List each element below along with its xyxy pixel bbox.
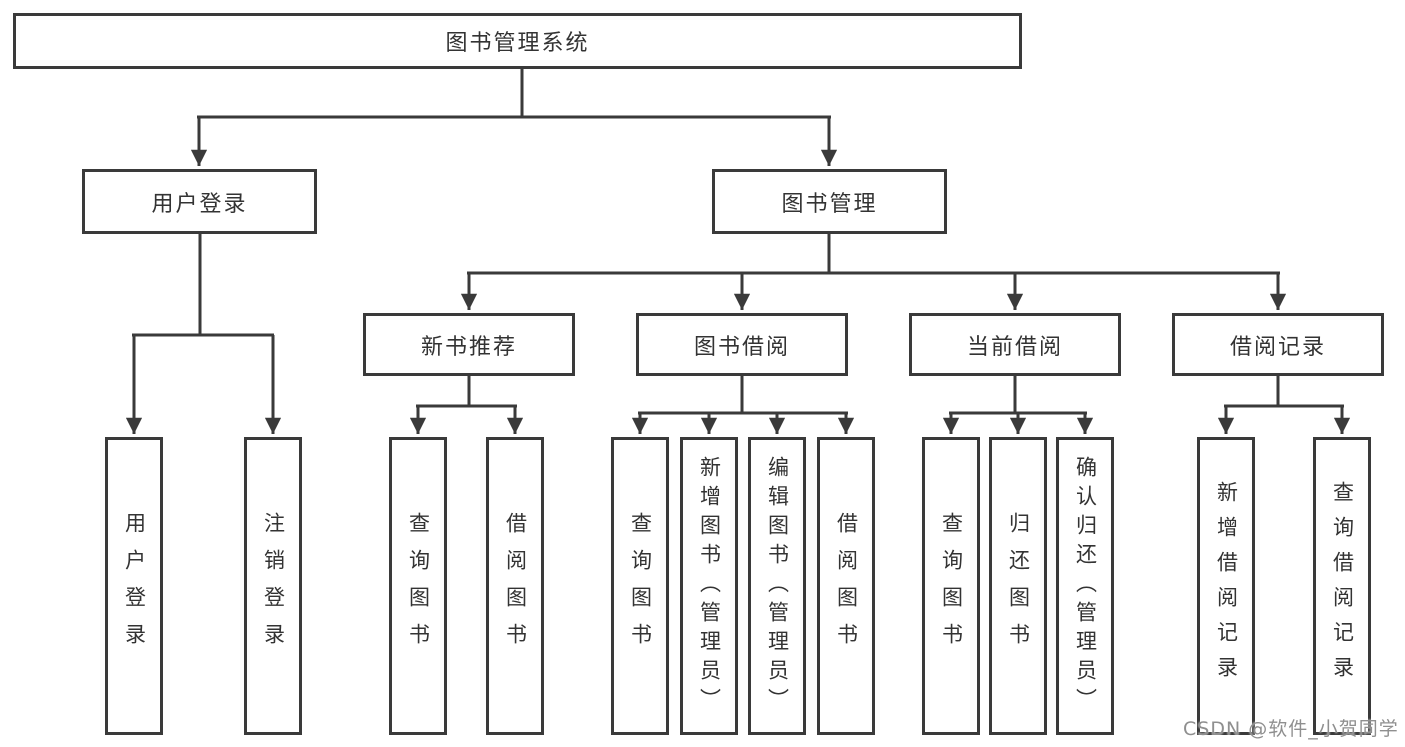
node-book-management: 图书管理 (712, 169, 947, 234)
leaf-query-borrow-record: 查询借阅记录 (1313, 437, 1371, 735)
connector-user-login-group (125, 232, 282, 434)
leaf-label: 用户登录 (122, 512, 147, 660)
connector-root-to-level2 (190, 68, 838, 166)
node-book-borrow: 图书借阅 (636, 313, 848, 376)
leaf-label: 查询借阅记录 (1330, 481, 1355, 691)
leaf-label: 确认归还（管理员） (1073, 455, 1098, 717)
node-user-login: 用户登录 (82, 169, 317, 234)
leaf-label: 新增借阅记录 (1214, 481, 1239, 691)
connector-borrow-records-group (1217, 374, 1351, 434)
leaf-label: 查询图书 (939, 512, 964, 660)
leaf-label: 借阅图书 (503, 512, 528, 660)
leaf-add-book-admin: 新增图书（管理员） (680, 437, 738, 735)
leaf-label: 编辑图书（管理员） (765, 455, 790, 717)
node-library-system: 图书管理系统 (13, 13, 1022, 69)
leaf-query-books-current: 查询图书 (922, 437, 980, 735)
leaf-label: 借阅图书 (834, 512, 859, 660)
leaf-confirm-return-admin: 确认归还（管理员） (1056, 437, 1114, 735)
leaf-borrow-books-recommend: 借阅图书 (486, 437, 544, 735)
watermark: CSDN @软件_小贺同学 (1183, 718, 1399, 740)
leaf-query-books-recommend: 查询图书 (389, 437, 447, 735)
connector-new-book-recommend-group (409, 374, 524, 434)
leaf-label: 归还图书 (1006, 512, 1031, 660)
leaf-query-books-borrow: 查询图书 (611, 437, 669, 735)
leaf-label: 新增图书（管理员） (697, 455, 722, 717)
leaf-add-borrow-record: 新增借阅记录 (1197, 437, 1255, 735)
leaf-borrow-books: 借阅图书 (817, 437, 875, 735)
leaf-label: 注销登录 (261, 512, 286, 660)
connector-current-borrow-group (942, 374, 1094, 434)
leaf-user-login: 用户登录 (105, 437, 163, 735)
leaf-edit-book-admin: 编辑图书（管理员） (748, 437, 806, 735)
leaf-label: 查询图书 (406, 512, 431, 660)
leaf-return-book: 归还图书 (989, 437, 1047, 735)
connector-book-management-group (460, 232, 1287, 310)
node-new-book-recommend: 新书推荐 (363, 313, 575, 376)
node-current-borrow: 当前借阅 (909, 313, 1121, 376)
node-borrow-records: 借阅记录 (1172, 313, 1384, 376)
connector-book-borrow-group (631, 374, 855, 434)
leaf-label: 查询图书 (628, 512, 653, 660)
leaf-logout: 注销登录 (244, 437, 302, 735)
